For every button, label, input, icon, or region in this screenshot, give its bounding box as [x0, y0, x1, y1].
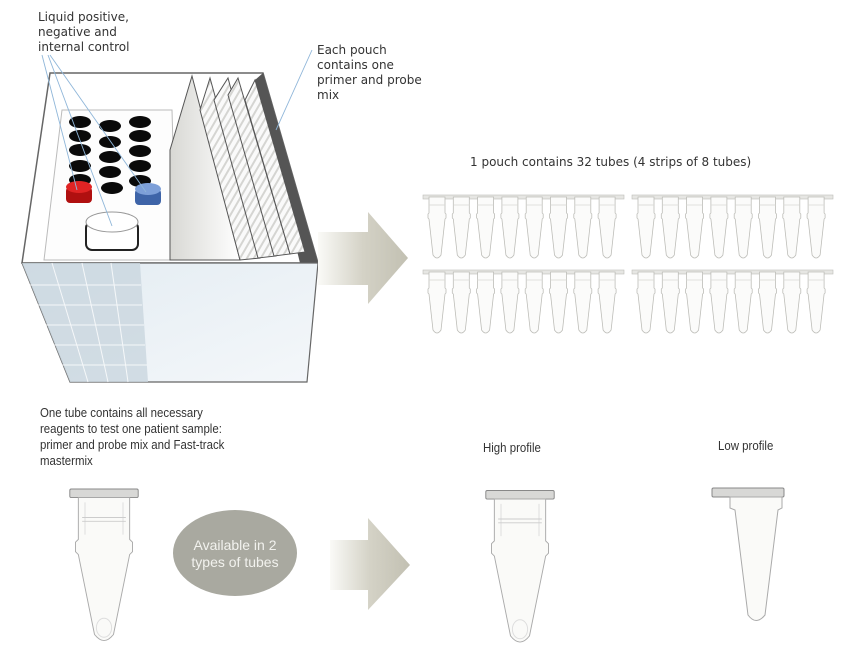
box-right-wall: [255, 73, 318, 263]
box-front-image-grid: [22, 263, 148, 382]
rack-hole: [69, 116, 91, 128]
tube-strip: [631, 269, 834, 334]
negative-control-vial: [135, 183, 161, 205]
low-profile-tube: [711, 487, 785, 621]
leader-lines: [41, 49, 313, 227]
strip-tube: [451, 196, 471, 259]
internal-control-vial: [85, 211, 139, 251]
tube-strip: [631, 194, 834, 259]
rack-hole: [129, 130, 151, 142]
strip-tube: [709, 271, 729, 334]
strip-tube: [500, 196, 520, 259]
controls-label: Liquid positive, negative and internal c…: [38, 10, 130, 54]
strip-tube: [782, 271, 802, 334]
strip-tube: [500, 271, 520, 334]
strip-tube: [660, 196, 680, 259]
rack-hole: [99, 151, 121, 163]
rack-hole: [129, 145, 151, 157]
positive-control-vial: [66, 181, 92, 203]
strip-tube: [573, 271, 593, 334]
strips-label: 1 pouch contains 32 tubes (4 strips of 8…: [470, 155, 752, 169]
strip-tube: [524, 271, 544, 334]
strip-tube: [427, 271, 447, 334]
rack-hole: [99, 120, 121, 132]
strip-tube: [782, 196, 802, 259]
rack-hole: [101, 182, 123, 194]
rack-hole: [129, 116, 151, 128]
strip-tube: [549, 271, 568, 334]
high-profile-label: High profile: [483, 440, 541, 455]
rack-hole: [99, 166, 121, 178]
strip-tube: [597, 196, 617, 259]
strip-tube: [806, 271, 826, 334]
rack-hole: [69, 144, 91, 156]
kit-box-illustration: [21, 49, 319, 383]
availability-text: Available in 2 types of tubes: [191, 537, 279, 570]
rack-holes: [69, 116, 151, 194]
rack-hole: [69, 130, 91, 142]
strip-tube: [733, 196, 753, 259]
strip-tube: [733, 271, 753, 334]
strip-tube: [427, 196, 447, 259]
arrow-right-bottom: [330, 518, 410, 610]
pouches: [169, 74, 306, 261]
strip-tube: [597, 271, 617, 334]
low-profile-label: Low profile: [718, 438, 774, 453]
strip-tube: [806, 196, 826, 259]
rack-hole: [99, 136, 121, 148]
tube-strips: [422, 194, 834, 334]
strip-tube: [549, 196, 568, 259]
strip-tube: [476, 271, 496, 334]
strip-tube: [451, 271, 471, 334]
strip-tube: [758, 196, 777, 259]
tube-strip: [422, 194, 625, 259]
arrow-right-top: [318, 212, 408, 304]
one-tube-label: One tube contains all necessary reagents…: [40, 405, 225, 468]
strip-tube: [573, 196, 593, 259]
strip-tube: [524, 196, 544, 259]
strip-tube: [476, 196, 496, 259]
rack-hole: [69, 160, 91, 172]
rack-hole: [129, 160, 151, 172]
strip-tube: [636, 271, 656, 334]
strip-tube: [758, 271, 777, 334]
tube-strip: [422, 269, 625, 334]
strip-tube: [636, 196, 656, 259]
single-tube: [69, 488, 139, 642]
strip-tube: [660, 271, 680, 334]
strip-tube: [685, 196, 704, 259]
availability-oval: [173, 510, 297, 596]
high-profile-tube: [485, 490, 555, 643]
pouch-label: Each pouch contains one primer and probe…: [317, 43, 422, 102]
strip-tube: [685, 271, 704, 334]
strip-tube: [709, 196, 729, 259]
